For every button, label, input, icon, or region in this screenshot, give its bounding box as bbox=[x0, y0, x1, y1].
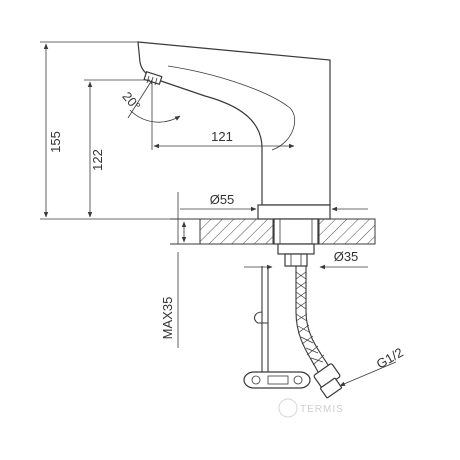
dim-mount-hole-diameter-label: Ø35 bbox=[334, 249, 359, 264]
brand-watermark: TERMIS bbox=[278, 398, 344, 418]
mounting-assembly bbox=[273, 218, 319, 267]
dim-spout-angle-label: 20° bbox=[119, 89, 143, 114]
dim-max-thickness-label: MAX35 bbox=[160, 297, 175, 340]
dimension-lines bbox=[40, 41, 397, 387]
braided-hose bbox=[295, 266, 343, 399]
countertop-section bbox=[170, 218, 376, 245]
watermark-text: TERMIS bbox=[300, 404, 344, 415]
dim-total-height-label: 155 bbox=[48, 131, 63, 153]
dim-spout-height-label: 122 bbox=[90, 149, 105, 171]
control-bracket bbox=[243, 266, 311, 389]
dim-reach-label: 121 bbox=[211, 129, 233, 144]
dim-base-diameter-label: Ø55 bbox=[210, 192, 235, 207]
dim-connection-thread-label: G1/2 bbox=[374, 345, 406, 372]
